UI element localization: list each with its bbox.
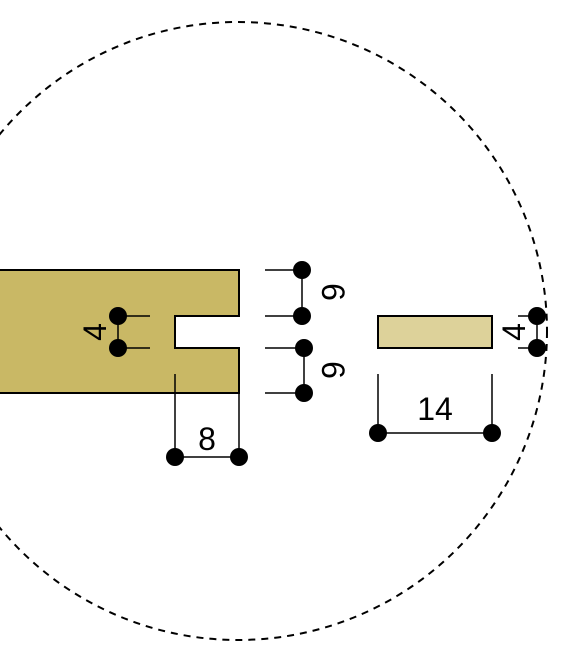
slot-depth-dimension-endpoint — [166, 448, 184, 466]
slotted-base-part — [0, 269, 240, 394]
upper-land-label: 6 — [315, 283, 351, 301]
tab-length-dimension-endpoint — [369, 424, 387, 442]
tab-length-dimension-endpoint — [483, 424, 501, 442]
tab-thickness-label: 4 — [496, 323, 532, 341]
slot-depth-dimension — [174, 374, 240, 458]
lower-land-dimension-endpoint — [295, 339, 313, 357]
upper-land-dimension-endpoint — [293, 261, 311, 279]
tab-part — [377, 315, 493, 349]
slot-depth-label: 8 — [198, 421, 216, 457]
tab-length-dimension — [377, 374, 493, 434]
detail-circle — [0, 21, 548, 641]
lower-land-label: 6 — [315, 361, 351, 379]
slot-height-dimension-endpoint — [109, 339, 127, 357]
upper-land-dimension-endpoint — [293, 307, 311, 325]
lower-land-dimension-endpoint — [295, 384, 313, 402]
slot-height-label: 4 — [77, 323, 113, 341]
tab-thickness-dimension-endpoint — [528, 339, 546, 357]
slot-height-dimension-endpoint — [109, 307, 127, 325]
slot-depth-dimension-endpoint — [230, 448, 248, 466]
tab-length-label: 14 — [417, 391, 453, 427]
tab-thickness-dimension-endpoint — [528, 307, 546, 325]
